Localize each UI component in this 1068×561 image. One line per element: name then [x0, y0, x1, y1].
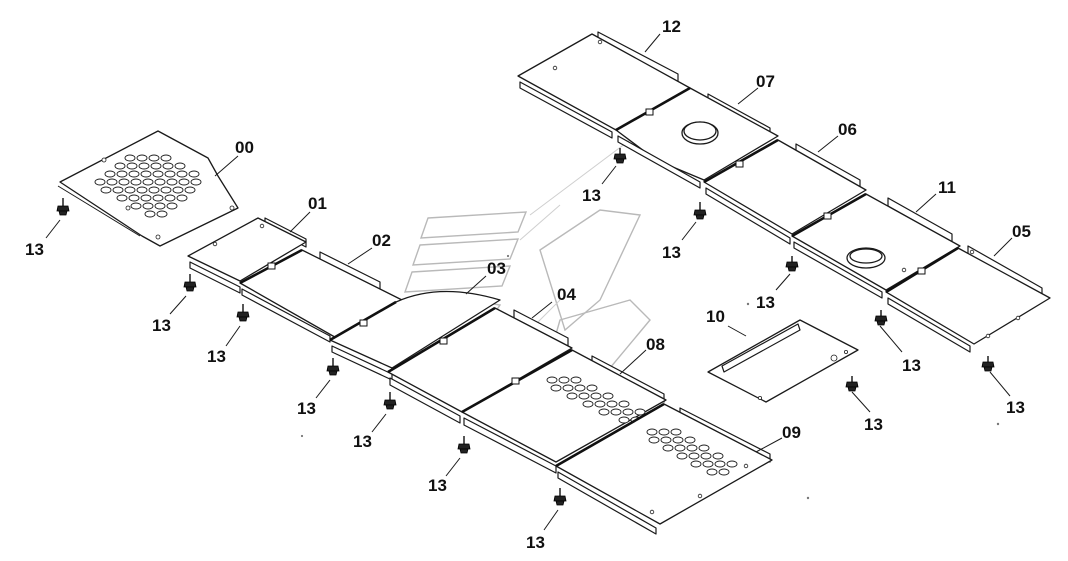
bolt-5 [383, 392, 397, 410]
panel-04 [387, 306, 573, 424]
leader-lines [45, 33, 1013, 531]
speck [300, 434, 304, 438]
bolt-6 [457, 436, 471, 454]
bolt-10 [785, 256, 799, 272]
label-01: 01 [308, 194, 327, 213]
speck [506, 254, 510, 258]
speck [996, 422, 1000, 426]
part-labels: 00 01 02 03 04 08 09 10 12 07 06 11 05 1… [25, 17, 1031, 552]
label-bolt-7: 13 [526, 533, 545, 552]
perforation-grid [94, 154, 202, 218]
bolt-4 [326, 358, 340, 376]
panel-07 [615, 86, 779, 189]
label-02: 02 [372, 231, 391, 250]
perforation-strip-09 [646, 428, 738, 476]
label-08: 08 [646, 335, 665, 354]
label-bolt-2: 13 [152, 316, 171, 335]
label-11: 11 [938, 178, 956, 197]
label-bolt-8: 13 [582, 186, 601, 205]
label-03: 03 [487, 259, 506, 278]
label-07: 07 [756, 72, 775, 91]
label-bolt-13: 13 [1006, 398, 1025, 417]
panel-10 [707, 319, 859, 403]
bolt-3 [236, 304, 250, 322]
panel-08 [461, 348, 667, 474]
label-05: 05 [1012, 222, 1031, 241]
label-00: 00 [235, 138, 254, 157]
bolt-12 [845, 376, 859, 392]
perforation-strip-08 [546, 376, 646, 424]
label-bolt-4: 13 [297, 399, 316, 418]
label-06: 06 [838, 120, 857, 139]
speck [806, 496, 810, 500]
label-09: 09 [782, 423, 801, 442]
label-bolt-10: 13 [756, 293, 775, 312]
label-10: 10 [706, 307, 725, 326]
panel-12 [517, 31, 691, 139]
bolt-2 [183, 274, 197, 292]
label-bolt-6: 13 [428, 476, 447, 495]
bolt-11 [874, 310, 888, 326]
panel-01 [187, 217, 307, 294]
panel-06 [703, 138, 867, 245]
panel-03 [329, 290, 501, 381]
label-bolt-9: 13 [662, 243, 681, 262]
bolt-1 [56, 198, 70, 216]
panel-09 [555, 402, 773, 535]
label-bolt-11: 13 [902, 356, 921, 375]
panel-00 [57, 130, 239, 247]
label-04: 04 [557, 285, 576, 304]
panel-11 [791, 192, 961, 299]
label-bolt-5: 13 [353, 432, 372, 451]
label-bolt-1: 13 [25, 240, 44, 259]
bolts [56, 148, 995, 506]
bolt-9 [693, 202, 707, 220]
panel-05 [885, 245, 1051, 353]
bolt-8 [613, 148, 627, 164]
label-bolt-3: 13 [207, 347, 226, 366]
bolt-7 [553, 488, 567, 506]
speck [746, 302, 750, 306]
bolt-13 [981, 356, 995, 372]
label-12: 12 [662, 17, 681, 36]
label-bolt-12: 13 [864, 415, 883, 434]
